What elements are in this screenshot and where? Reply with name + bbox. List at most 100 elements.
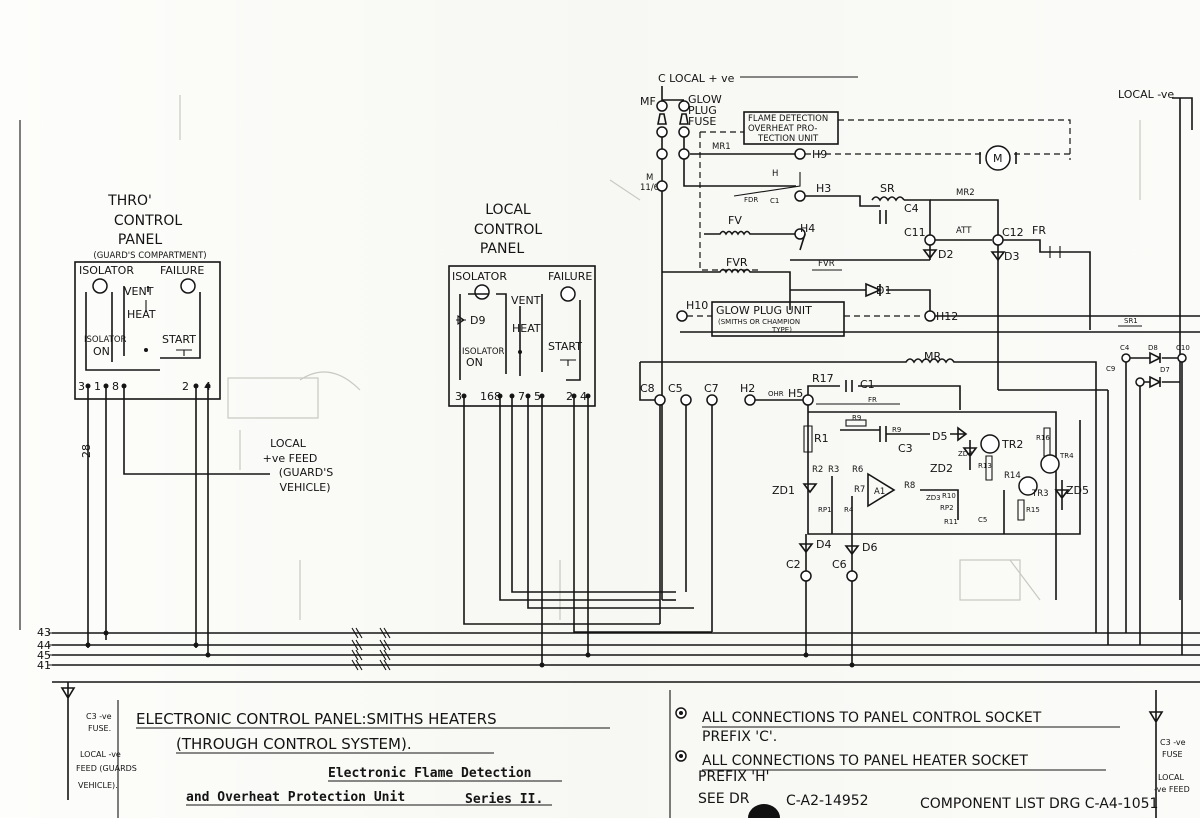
- title-block: ELECTRONIC CONTROL PANEL:SMITHS HEATERS …: [136, 710, 610, 807]
- local-vent-label: VENT: [511, 294, 541, 307]
- note-2-line-2: PREFIX 'H': [698, 769, 769, 785]
- motor-label: M: [993, 152, 1003, 165]
- connector-row: C8 C5 C7 H2 OHR H5 R17 C1 FR: [639, 362, 961, 632]
- local-pin-4: 4: [580, 390, 587, 403]
- svg-text:LOCAL: LOCAL: [1158, 773, 1185, 782]
- local-pin-3: 3: [455, 390, 462, 403]
- local-on-label: ON: [466, 356, 483, 369]
- local-isolator-lamp: [474, 284, 490, 300]
- svg-text:FVR: FVR: [818, 259, 835, 269]
- svg-text:R10: R10: [942, 492, 956, 500]
- svg-text:D5: D5: [932, 430, 947, 443]
- svg-text:FDR: FDR: [744, 196, 758, 204]
- local-pin-2: 2: [566, 390, 573, 403]
- thro-vent-label: VENT: [124, 285, 154, 298]
- motor-symbol: [985, 145, 1011, 171]
- svg-text:ZD4: ZD4: [958, 450, 973, 458]
- thro-title-1: THRO': [107, 193, 152, 209]
- svg-text:TYPE): TYPE): [771, 326, 792, 334]
- svg-text:D1: D1: [876, 284, 891, 297]
- svg-text:R9: R9: [892, 426, 901, 434]
- mf-label: MF: [640, 95, 656, 108]
- bus-41: 41: [37, 659, 51, 672]
- svg-text:FUSE.: FUSE.: [88, 724, 111, 733]
- thro-pin-3: 3: [78, 380, 85, 393]
- svg-text:D3: D3: [1004, 250, 1019, 263]
- bus-45: 45: [37, 649, 51, 662]
- thro-pin-2: 2: [182, 380, 189, 393]
- local-failure-lamp: [560, 286, 576, 302]
- thro-start-label: START: [162, 333, 196, 346]
- local-title-3: PANEL: [480, 241, 524, 257]
- svg-text:D8: D8: [1148, 344, 1158, 352]
- svg-text:H2: H2: [740, 382, 755, 395]
- note-1-line-1: ALL CONNECTIONS TO PANEL CONTROL SOCKET: [702, 710, 1042, 726]
- svg-text:C12: C12: [1002, 226, 1024, 239]
- svg-text:TR4: TR4: [1059, 452, 1074, 460]
- title-line-4b: Series II.: [465, 792, 543, 807]
- svg-text:R11: R11: [944, 518, 958, 526]
- local-title-1: LOCAL: [485, 202, 531, 218]
- svg-text:C10: C10: [1176, 344, 1190, 352]
- svg-text:R15: R15: [1026, 506, 1040, 514]
- thro-pin-8: 8: [112, 380, 119, 393]
- svg-text:ZD2: ZD2: [930, 462, 953, 475]
- svg-text:R2: R2: [812, 465, 823, 475]
- svg-text:H10: H10: [686, 299, 708, 312]
- svg-text:SR1: SR1: [1124, 317, 1138, 325]
- svg-text:C8: C8: [640, 382, 655, 395]
- note-1-line-2: PREFIX 'C'.: [702, 729, 777, 745]
- svg-text:C1: C1: [860, 378, 875, 391]
- local-isolator-on-label: ISOLATOR: [462, 347, 505, 357]
- svg-text:FR: FR: [868, 396, 877, 404]
- tr3-transistor: [1018, 476, 1038, 496]
- svg-text:R14: R14: [1004, 471, 1021, 481]
- thro-title-2: CONTROL: [114, 213, 183, 229]
- svg-text:LOCAL -ve: LOCAL -ve: [80, 750, 121, 759]
- title-line-3: Electronic Flame Detection: [328, 766, 532, 781]
- svg-text:RP1: RP1: [818, 506, 832, 514]
- svg-text:D4: D4: [816, 538, 831, 551]
- side-number: 28: [80, 444, 93, 458]
- svg-text:C3: C3: [898, 442, 913, 455]
- svg-text:H4: H4: [800, 222, 815, 235]
- svg-text:ZD1: ZD1: [772, 484, 795, 497]
- local-isolator-label: ISOLATOR: [452, 270, 507, 283]
- thro-on-label: ON: [93, 345, 110, 358]
- thro-isolator-lamp: [92, 278, 108, 294]
- thro-isolator-on-label: ISOLATOR: [84, 335, 127, 345]
- svg-text:FV: FV: [728, 214, 742, 227]
- heater-circuit: C LOCAL + ve MF GLOW PLUG FUSE M 11/6 FL…: [640, 72, 1200, 655]
- svg-text:GLOW PLUG UNIT: GLOW PLUG UNIT: [716, 304, 812, 317]
- detection-circuit: R1 R9 R9 C3 D5 TR2 R16 TR4 ZD4 R13 R2 R3…: [772, 405, 1089, 665]
- svg-text:FUSE: FUSE: [1162, 750, 1183, 759]
- svg-text:VEHICLE): VEHICLE): [279, 481, 330, 494]
- svg-text:C5: C5: [978, 516, 987, 524]
- svg-text:C4: C4: [1120, 344, 1130, 352]
- svg-text:R1: R1: [814, 432, 829, 445]
- svg-text:TR3: TR3: [1031, 489, 1049, 499]
- svg-text:R9: R9: [852, 414, 861, 422]
- local-pin-7: 7: [518, 390, 525, 403]
- glow-fuse-terminal: [678, 100, 690, 112]
- thro-isolator-label: ISOLATOR: [79, 264, 134, 277]
- svg-text:ATT: ATT: [956, 226, 972, 236]
- local-failure-label: FAILURE: [548, 270, 592, 283]
- thro-subtitle: (GUARD'S COMPARTMENT): [93, 251, 206, 261]
- svg-text:C4: C4: [904, 202, 919, 215]
- svg-text:H5: H5: [788, 387, 803, 400]
- tr2-transistor: [980, 434, 1000, 454]
- fd-unit-box: [743, 111, 839, 145]
- svg-text:OVERHEAT PRO-: OVERHEAT PRO-: [748, 124, 817, 134]
- m-label: M: [646, 173, 653, 183]
- local-pin-6: 6: [487, 390, 494, 403]
- svg-text:MR1: MR1: [712, 142, 731, 152]
- drg-number: C-A2-14952: [786, 793, 869, 809]
- mf-fuse-terminal: [656, 100, 668, 112]
- local-control-panel: LOCAL CONTROL PANEL ISOLATOR FAILURE D9 …: [448, 202, 596, 407]
- local-start-label: START: [548, 340, 582, 353]
- thro-panel-box: [74, 261, 221, 400]
- tr4-transistor: [1040, 454, 1060, 474]
